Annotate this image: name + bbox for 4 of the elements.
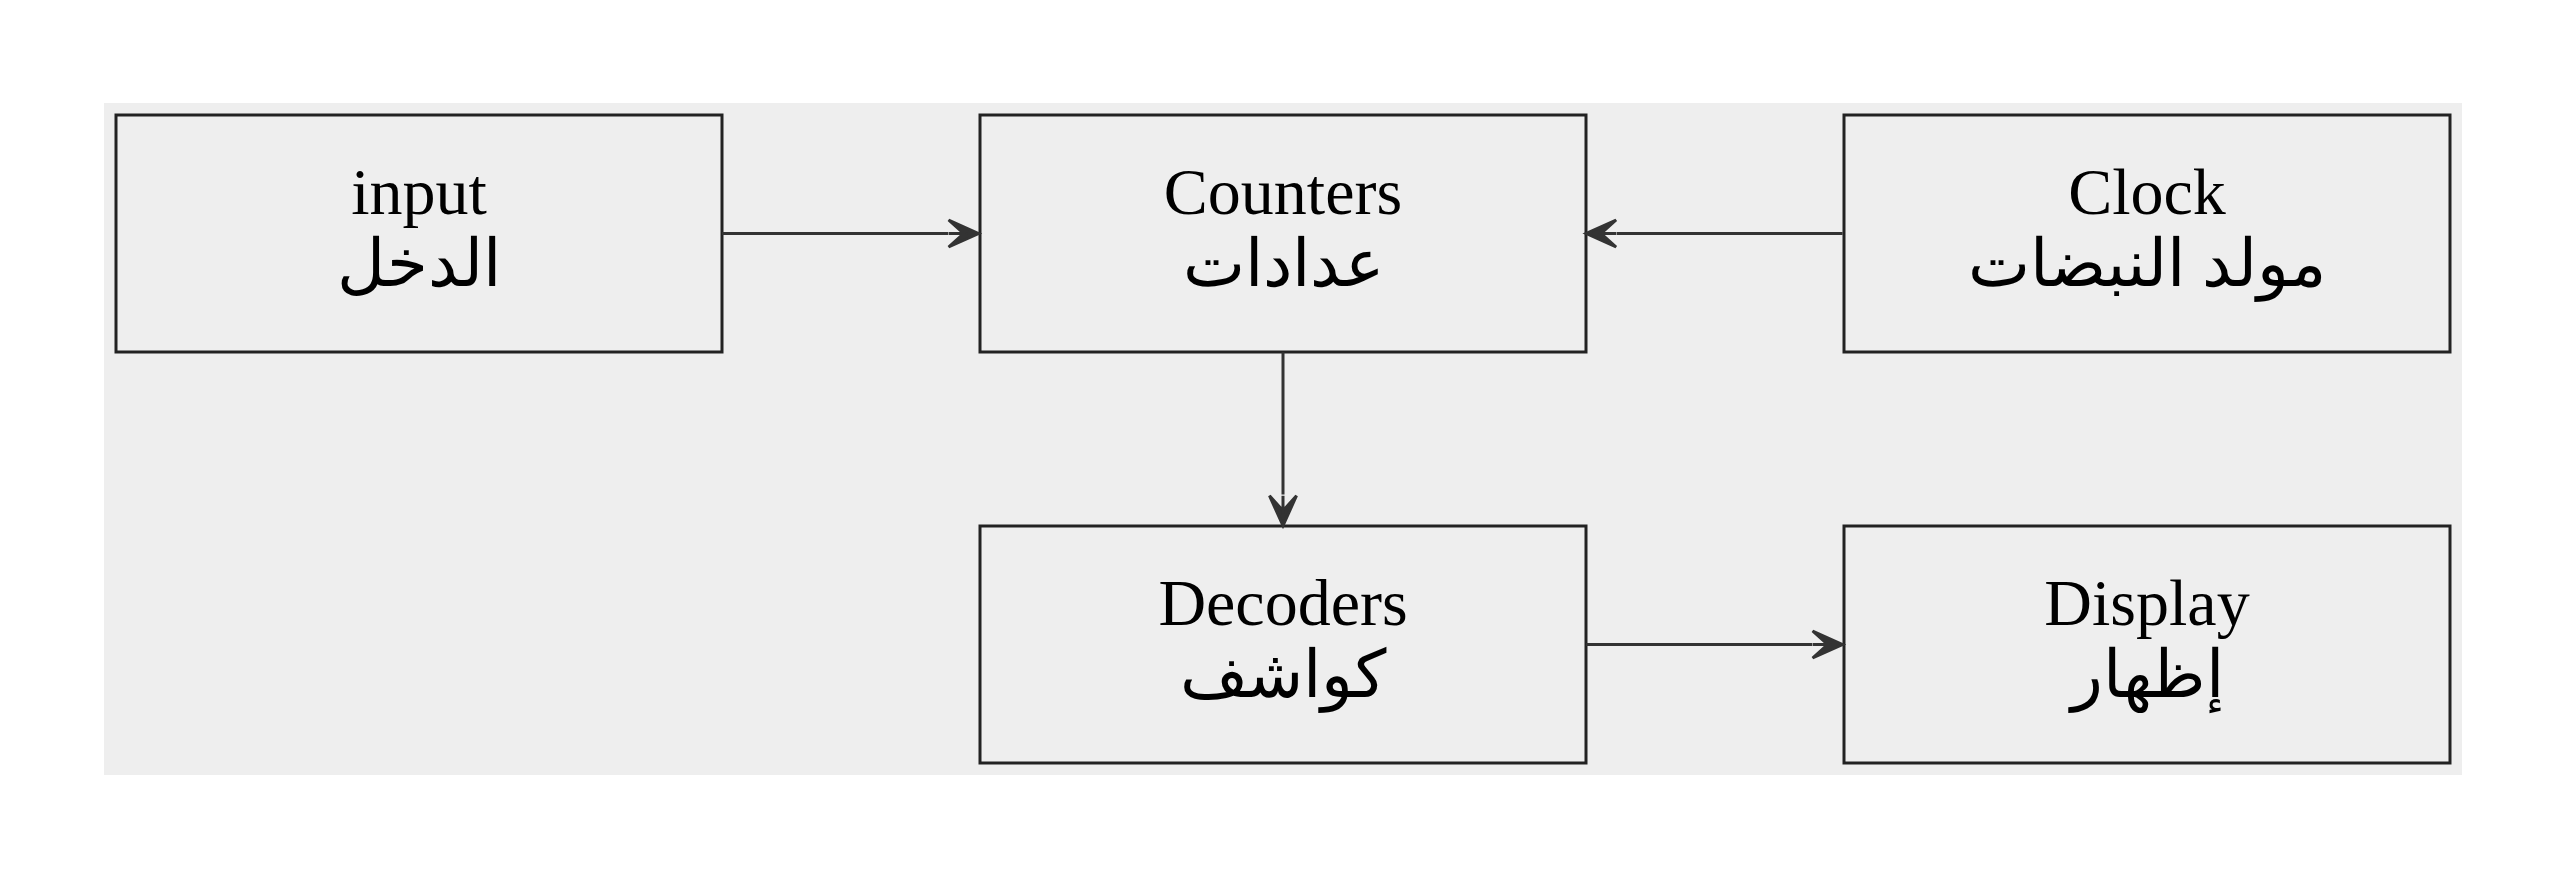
arrow (1267, 351, 1298, 527)
arrow (1585, 629, 1844, 659)
arrow (721, 218, 980, 248)
arrow (1584, 218, 1843, 248)
